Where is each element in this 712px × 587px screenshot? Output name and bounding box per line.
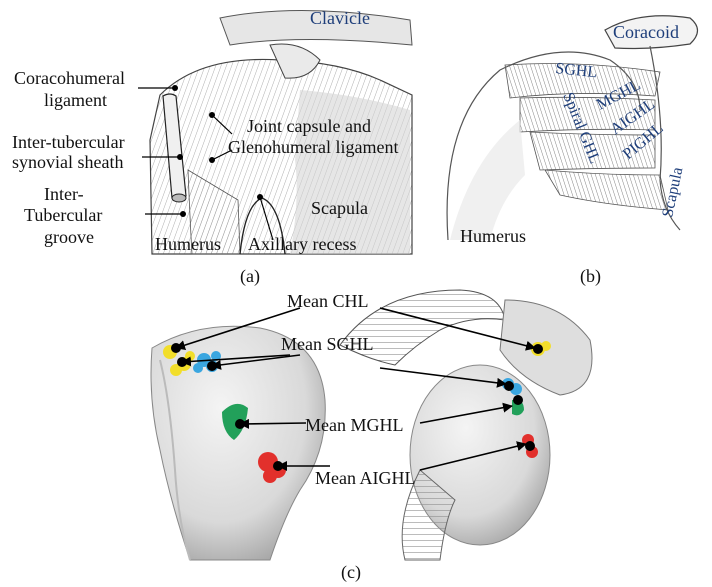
label-coracohumeral-1: Coracohumeral [14, 68, 125, 88]
label-joint-capsule-1: Joint capsule and [247, 116, 371, 136]
label-intertubercular-groove-3: groove [44, 227, 94, 247]
label-clavicle: Clavicle [310, 8, 370, 28]
caption-a: (a) [240, 266, 260, 287]
caption-b: (b) [580, 266, 601, 287]
label-intertubercular-groove-1: Inter- [44, 184, 84, 204]
label-mean-sghl: Mean SGHL [281, 334, 374, 354]
label-scapula-b: Scapula [659, 166, 686, 219]
label-axillary-recess: Axillary recess [248, 234, 356, 254]
label-mean-aighl: Mean AIGHL [315, 468, 415, 488]
label-intertubercular-sheath-1: Inter-tubercular [12, 132, 125, 152]
label-mean-chl: Mean CHL [287, 291, 368, 311]
label-humerus-b: Humerus [460, 226, 526, 246]
label-joint-capsule-2: Glenohumeral ligament [228, 137, 398, 157]
label-scapula-a: Scapula [311, 198, 368, 218]
label-mean-mghl: Mean MGHL [305, 415, 403, 435]
label-coracoid: Coracoid [613, 22, 679, 42]
label-coracohumeral-2: ligament [44, 90, 107, 110]
label-intertubercular-sheath-2: synovial sheath [12, 152, 123, 172]
label-intertubercular-groove-2: Tubercular [24, 205, 102, 225]
caption-c: (c) [341, 562, 361, 583]
label-humerus-a: Humerus [155, 234, 221, 254]
